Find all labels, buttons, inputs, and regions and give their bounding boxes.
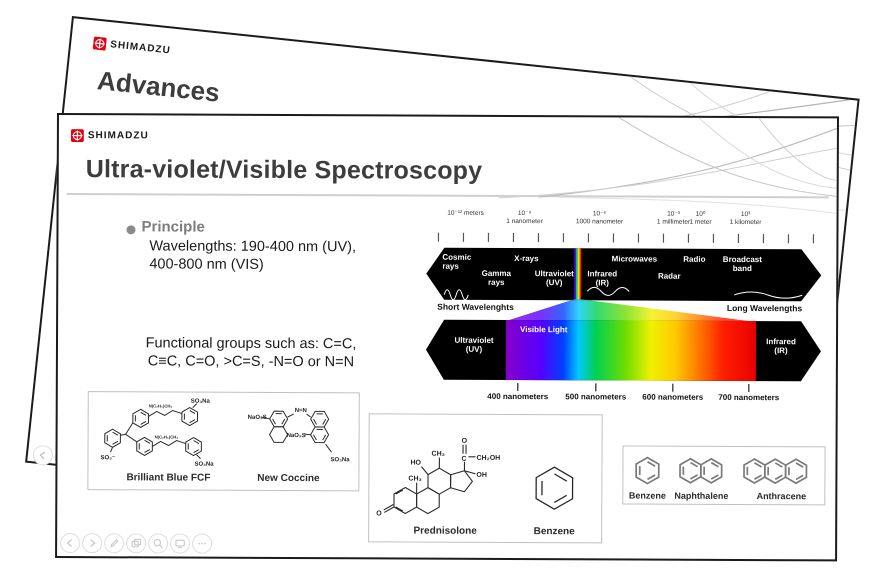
svg-text:SO₃⁻: SO₃⁻: [100, 455, 115, 461]
presenter-toolbar: [60, 533, 213, 554]
scale-ticks: [437, 232, 815, 244]
band2-label-infrared: Infrared (IR): [766, 337, 796, 356]
principle-text: Wavelengths: 190-400 nm (UV), 400-800 nm…: [149, 237, 356, 274]
shimadzu-wordmark: SHIMADZU: [109, 39, 172, 57]
caption-brilliant-blue: Brilliant Blue FCF: [126, 472, 211, 484]
svg-text:NaO₃S: NaO₃S: [248, 415, 267, 421]
brilliant-blue-structure: SO₃Na SO₃Na SO₃⁻ N(C₂H₅)CH₂ N(C₂H₅)CH₂: [100, 399, 214, 468]
svg-text:SO₃Na: SO₃Na: [194, 462, 214, 468]
band2-label-uv: Ultraviolet (UV): [454, 335, 494, 354]
caption-benzene: Benzene: [628, 490, 666, 501]
previous-slide-button[interactable]: [31, 444, 54, 467]
functional-groups-text: Functional groups such as: C=C, C≡C, C=O…: [145, 335, 357, 371]
page-title: Ultra-violet/Visible Spectroscopy: [85, 155, 483, 185]
short-wave-squiggle: [443, 289, 469, 301]
band-label-radar: Radar: [657, 271, 681, 281]
svg-text:OH: OH: [476, 472, 487, 479]
nm-label-500: 500 nanometers: [565, 392, 627, 402]
caption-prednisolone: Prednisolone: [413, 525, 477, 537]
svg-text:SO₃Na: SO₃Na: [330, 457, 350, 463]
nm-label-600: 600 nanometers: [642, 392, 704, 402]
caption-benzene: Benzene: [533, 526, 575, 538]
band-label-ultraviolet: Ultraviolet (UV): [534, 269, 574, 288]
nanometer-ticks: [517, 383, 750, 393]
bullet-icon: [126, 225, 136, 235]
svg-text:CH₃: CH₃: [408, 476, 421, 483]
pen-tool-button[interactable]: [104, 533, 125, 554]
svg-text:N=N: N=N: [295, 408, 307, 414]
visible-light-gradient: [505, 319, 757, 382]
wavelengths-line2: 400-800 nm (VIS): [149, 256, 264, 273]
wavelengths-line1: Wavelengths: 190-400 nm (UV),: [149, 238, 357, 256]
svg-text:N(C₂H₅)CH₂: N(C₂H₅)CH₂: [149, 403, 173, 408]
more-options-button[interactable]: [192, 533, 213, 554]
visible-light-strip: [574, 248, 582, 301]
spectrum-band-top: [426, 247, 822, 302]
dyes-structure-box: SO₃Na SO₃Na SO₃⁻ N(C₂H₅)CH₂ N(C₂H₅)CH₂: [87, 391, 360, 492]
display-settings-button[interactable]: [170, 533, 191, 554]
svg-text:C: C: [461, 456, 466, 463]
light-fan: [506, 299, 757, 323]
caption-naphthalene: Naphthalene: [674, 490, 729, 501]
band2-label-visible-light: Visible Light: [520, 325, 568, 335]
svg-text:NaO₃S: NaO₃S: [287, 433, 306, 439]
benzene-structure: [535, 466, 574, 510]
prednisolone-structure: O HO CH₃ CH₃ C O CH₂OH OH: [376, 438, 500, 518]
em-spectrum-graphic: [425, 232, 822, 393]
zoom-button[interactable]: [148, 533, 169, 554]
nm-label-700: 700 nanometers: [718, 392, 780, 403]
shimadzu-logo: SHIMADZU: [70, 129, 149, 143]
band-label-infrared: Infrared (IR): [587, 269, 618, 288]
aromatics-structure-box: Benzene Naphthalene Anthracene: [622, 445, 826, 506]
long-wavelengths-label: Long Wavelengths: [726, 302, 803, 314]
band-label-xrays: X-rays: [514, 253, 539, 264]
band-label-broadcast: Broadcast band: [722, 254, 762, 274]
nm-label-400: 400 nanometers: [487, 391, 549, 402]
all-slides-button[interactable]: [126, 533, 147, 554]
svg-text:O: O: [376, 510, 382, 517]
svg-text:HO: HO: [410, 460, 421, 467]
svg-text:O: O: [462, 438, 468, 445]
infrared-wave: [586, 286, 630, 296]
prednisolone-structure-box: O HO CH₃ CH₃ C O CH₂OH OH Prednisolone B…: [368, 413, 603, 544]
svg-text:N(C₂H₅)CH₂: N(C₂H₅)CH₂: [155, 434, 179, 439]
shimadzu-mark-icon: [70, 129, 84, 143]
svg-text:CH₂OH: CH₂OH: [476, 455, 500, 462]
band-label-gamma: Gamma rays: [481, 268, 511, 287]
previous-slide-button[interactable]: [60, 533, 81, 554]
new-coccine-structure: NaO₃S N=N NaO₃S SO₃Na: [248, 408, 351, 463]
long-wave: [734, 291, 803, 299]
band-label-radio: Radio: [683, 254, 706, 264]
short-wavelengths-label: Short Wavelenghts: [437, 301, 514, 312]
shimadzu-logo: SHIMADZU: [92, 36, 172, 57]
shimadzu-mark-icon: [92, 36, 107, 51]
svg-text:CH₃: CH₃: [431, 451, 444, 458]
back-slide-title: Advances: [95, 65, 222, 108]
svg-text:SO₃Na: SO₃Na: [191, 399, 211, 405]
band-label-cosmic-rays: Cosmic rays: [442, 252, 472, 271]
slide-uv-vis-spectroscopy: SHIMADZU Ultra-violet/Visible Spectrosco…: [55, 113, 839, 562]
shimadzu-wordmark: SHIMADZU: [87, 130, 149, 142]
next-slide-button[interactable]: [82, 533, 103, 554]
aromatics-structures: [635, 456, 808, 485]
band-label-microwaves: Microwaves: [611, 254, 658, 264]
caption-new-coccine: New Coccine: [257, 472, 320, 485]
caption-anthracene: Anthracene: [756, 491, 807, 502]
principle-heading: Principle: [141, 218, 205, 236]
